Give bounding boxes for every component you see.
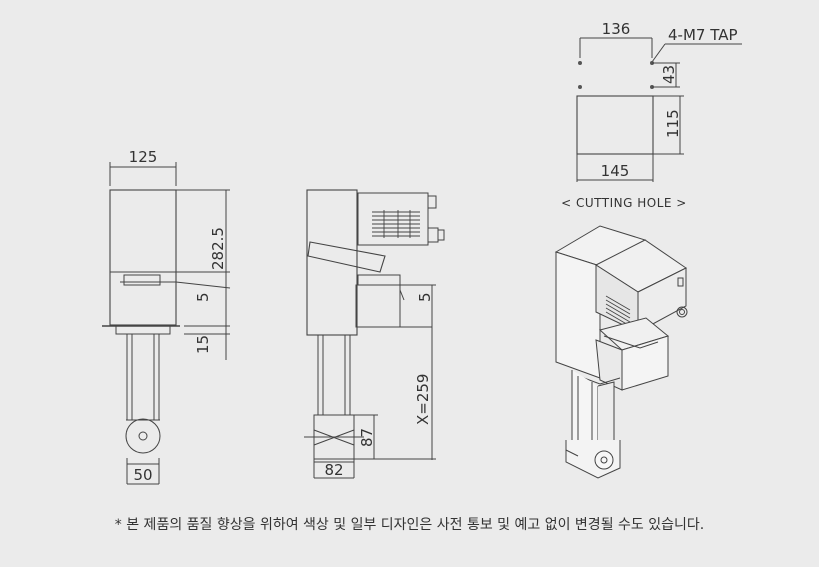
front-view: 125 282.5 5 15 50 [102,148,231,485]
cutout-width-label: 145 [601,162,630,180]
front-bottom-width-label: 50 [133,466,152,484]
side-view: 5 X=259 87 82 [304,189,445,479]
hole-offset-label: 43 [660,65,678,84]
side-bottom-width-label: 82 [324,461,343,479]
hole-spacing-label: 136 [602,20,631,38]
front-width-label: 125 [129,148,158,166]
cutout-height-label: 115 [664,109,682,138]
side-stroke-label: X=259 [414,374,432,425]
tap-label: 4-M7 TAP [668,26,738,44]
isometric-view [554,225,688,479]
cutting-hole-caption: < CUTTING HOLE > [561,196,687,210]
side-offset-label: 5 [416,292,434,302]
cutting-hole-view: 136 4-M7 TAP 43 115 145 < CUTTING HOLE > [561,20,742,210]
side-bottom-height-label: 87 [358,428,376,447]
front-flange-label: 15 [194,335,212,354]
front-offset-label: 5 [194,292,212,302]
footnote: * 본 제품의 품질 향상을 위하여 색상 및 일부 디자인은 사전 통보 및 … [114,517,705,533]
front-height-label: 282.5 [209,227,227,270]
